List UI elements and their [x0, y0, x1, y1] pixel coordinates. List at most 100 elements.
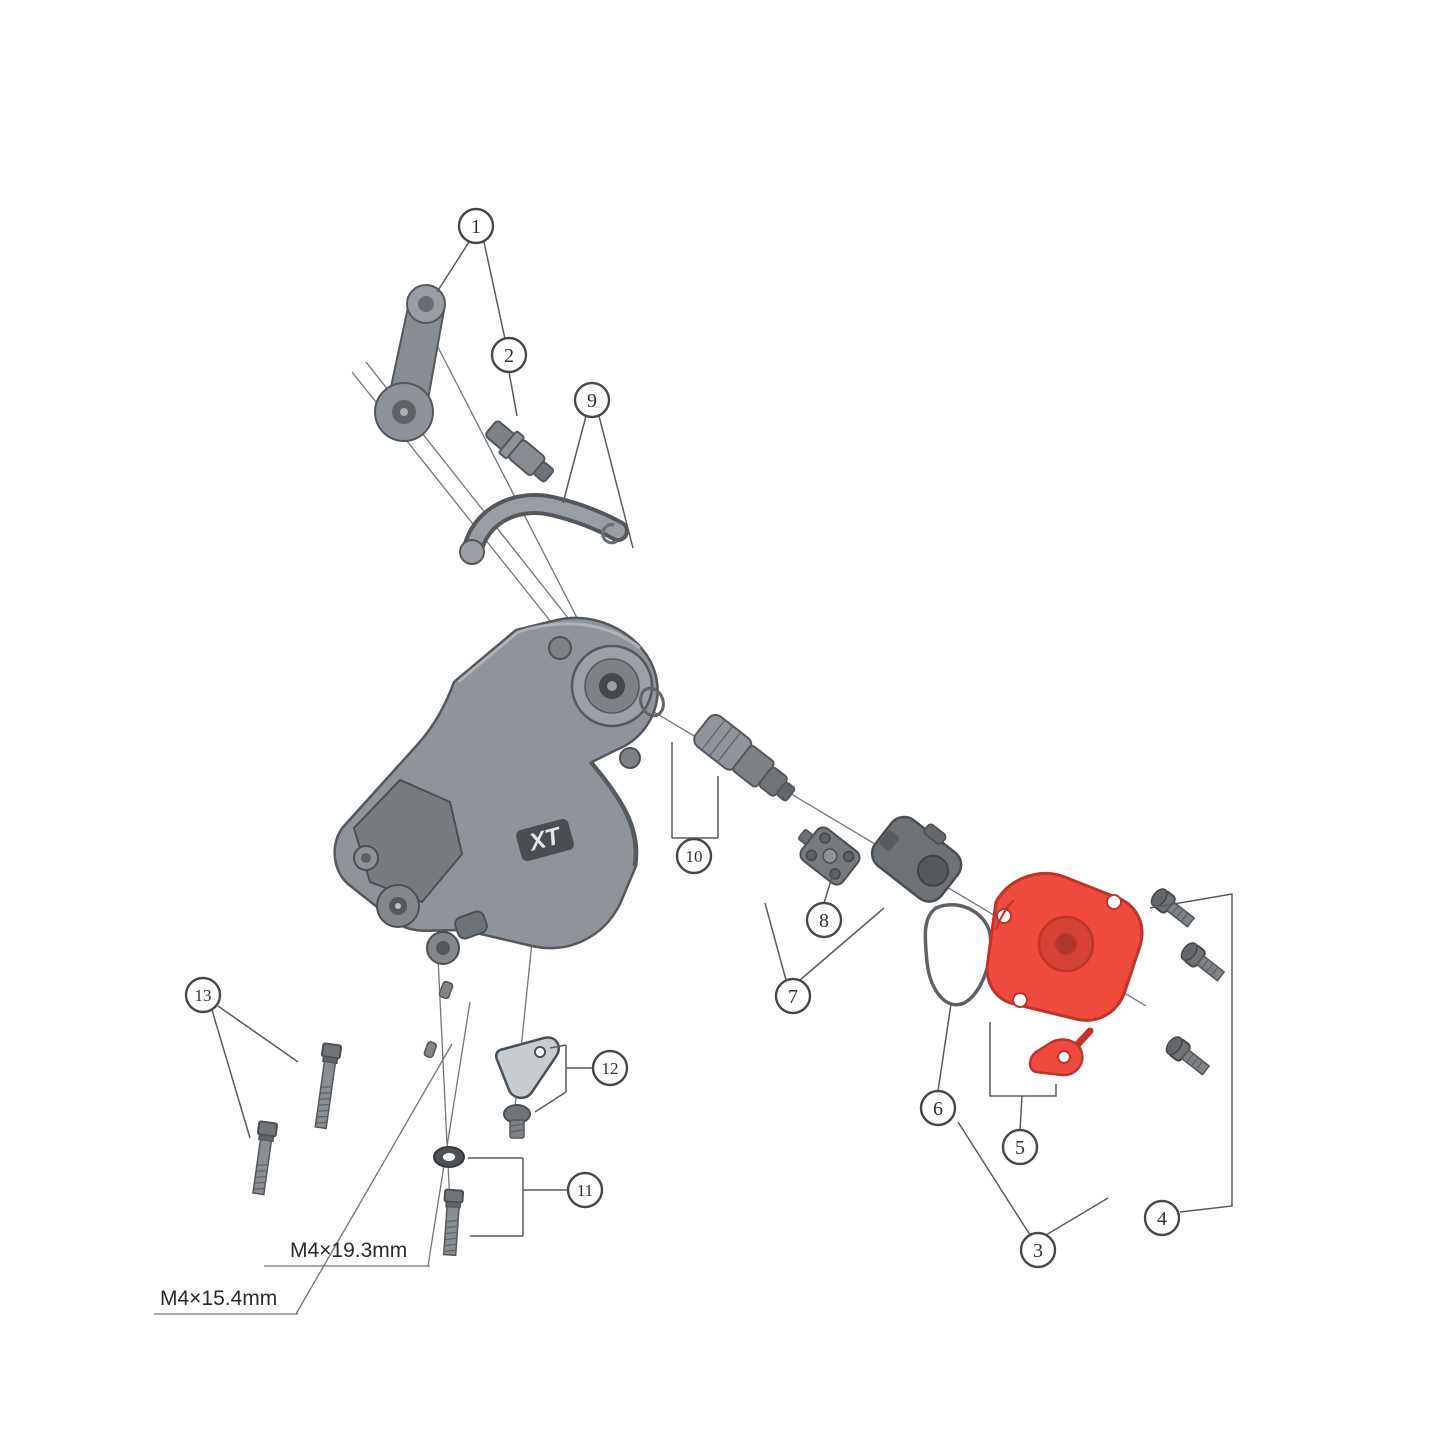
- link-arm-top-hole: [418, 296, 434, 312]
- callout-10-circle: [675, 837, 713, 875]
- mount-boss-a-pin: [395, 903, 401, 909]
- pivot-pin: [607, 681, 617, 691]
- callout-11-number: 11: [577, 1181, 593, 1200]
- callout-5-number: 5: [1015, 1137, 1025, 1159]
- callout-13-number: 13: [195, 986, 212, 1005]
- coupling-tip: [776, 781, 796, 802]
- leader-3: [957, 1121, 1109, 1236]
- callout-4: 4: [1143, 1199, 1181, 1237]
- bracket-notch: [879, 830, 900, 851]
- plate-part12: [495, 1036, 561, 1139]
- coupling-ribs: [701, 719, 742, 763]
- motor-bracket-part7: [870, 815, 963, 903]
- upper-link-arm-part1: [374, 284, 446, 442]
- leader-4: [1149, 893, 1233, 1213]
- gear-center: [822, 848, 838, 864]
- lever-end-boss: [459, 539, 485, 565]
- bracket-bore: [916, 854, 949, 887]
- washer-hole: [443, 1153, 455, 1161]
- gear-pin: [819, 832, 831, 844]
- callout-3: 3: [1019, 1231, 1057, 1269]
- callout-9-circle: [573, 381, 611, 419]
- cable-grommet-part5: [1028, 1027, 1094, 1077]
- cover-outline: [985, 872, 1144, 1022]
- link-arm-bottom-pin: [400, 408, 408, 416]
- cover-screw: [1180, 942, 1226, 982]
- screw-dome: [1165, 1036, 1183, 1056]
- leader-11: [468, 1157, 568, 1237]
- leader-9: [562, 415, 634, 549]
- gear-pin: [805, 849, 818, 862]
- screw-dome: [1180, 942, 1198, 962]
- body-boss-small: [548, 636, 572, 660]
- leader-6: [937, 1003, 952, 1092]
- callout-6-number: 6: [933, 1098, 943, 1120]
- screw-threads: [1171, 905, 1189, 923]
- gear-arm: [797, 829, 814, 845]
- callout-3-number: 3: [1033, 1240, 1043, 1262]
- washer-bolt-part11: [433, 1146, 465, 1257]
- spacer: [423, 1041, 437, 1059]
- callout-5-highlighted: 5: [1001, 1128, 1039, 1166]
- body-stud: [454, 910, 488, 940]
- lever-fill: [465, 497, 625, 559]
- gasket-part6: [923, 902, 993, 1007]
- screw-dome: [1150, 888, 1168, 908]
- bolt-shaft: [442, 1205, 460, 1257]
- screw-shaft: [1195, 954, 1226, 982]
- callout-12-number: 12: [602, 1059, 619, 1078]
- cover-boss-center: [1055, 933, 1077, 955]
- leader-13: [211, 1005, 299, 1139]
- bracket-body: [870, 815, 963, 903]
- bolt-head: [443, 1188, 465, 1204]
- callout-13-circle: [184, 976, 222, 1014]
- grommet-body: [1028, 1038, 1084, 1077]
- callout-13: 13: [184, 976, 222, 1014]
- coupling-part10: [693, 713, 796, 802]
- plate-outline: [495, 1036, 561, 1099]
- callout-5-circle: [1001, 1128, 1039, 1166]
- e-clip: [601, 523, 618, 545]
- screw-threads: [1186, 1053, 1204, 1071]
- logo-background: [516, 818, 574, 862]
- cover-screw-hole: [1106, 894, 1122, 910]
- fixing-bolts-part13: [252, 980, 454, 1196]
- grommet-hole: [1057, 1050, 1071, 1064]
- cover-screw: [1165, 1036, 1211, 1076]
- callout-7-number: 7: [788, 986, 798, 1008]
- motor-cover-part5: [985, 872, 1144, 1022]
- callout-1-circle: [457, 207, 495, 245]
- leader-8: [823, 873, 834, 904]
- callout-9-number: 9: [587, 390, 597, 412]
- body-cage-plate: [352, 778, 464, 904]
- callout-1-number: 1: [471, 216, 481, 238]
- bolt-threads: [253, 1164, 268, 1190]
- spacer: [438, 980, 454, 1000]
- callout-11-circle: [566, 1171, 604, 1209]
- callout-10: 10: [675, 837, 713, 875]
- fixing-bolt-long: [314, 1042, 343, 1130]
- callout-7: 7: [774, 977, 812, 1015]
- plate-screw-threads: [509, 1123, 525, 1133]
- leader-12: [534, 1044, 594, 1113]
- clamp-lever-part9: [459, 493, 629, 565]
- leader-2: [508, 371, 518, 417]
- cover-screw: [1150, 888, 1196, 928]
- body-highlight-edge: [457, 622, 641, 684]
- mount-boss-c-hole: [361, 853, 371, 863]
- screw-shaft: [1165, 900, 1196, 928]
- axis-lines: [154, 319, 1147, 1315]
- main-body: XT: [333, 616, 659, 965]
- gear-pin: [842, 850, 855, 863]
- callout-8-number: 8: [819, 910, 829, 932]
- callout-6: 6: [919, 1089, 957, 1127]
- cover-screw-hole: [1012, 992, 1028, 1008]
- callout-4-number: 4: [1157, 1208, 1167, 1230]
- axis-line: [511, 941, 533, 1137]
- adjust-bolt: [442, 1188, 465, 1257]
- grommet-stem: [1074, 1027, 1094, 1048]
- dim-leader-long: [427, 1001, 471, 1267]
- callout-8: 8: [805, 901, 843, 939]
- gear-unit-part8: [797, 826, 861, 886]
